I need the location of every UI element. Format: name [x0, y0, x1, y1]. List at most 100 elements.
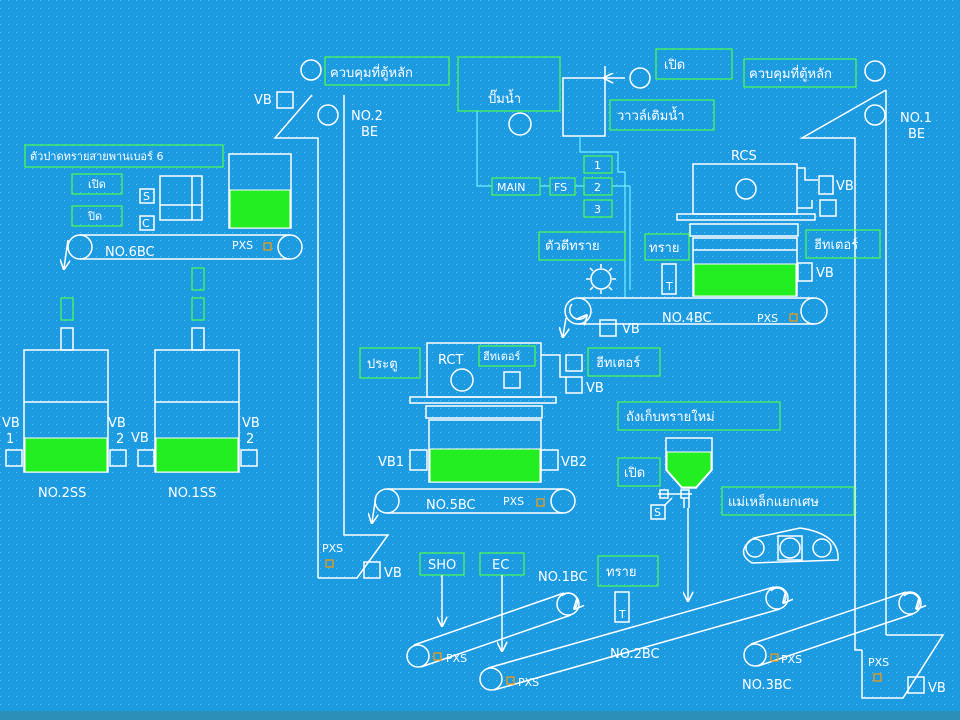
- no6bc-conveyor[interactable]: NO.6BC PXS: [64, 234, 303, 268]
- be1-boot[interactable]: PXS VB: [861, 634, 946, 699]
- no4bc-conveyor[interactable]: VB NO.4BC PXS: [563, 297, 828, 337]
- no2ss-sand-level: [24, 437, 108, 473]
- new-sand-s-label: S: [654, 506, 661, 519]
- no2ss-vb1-label: VB: [2, 416, 20, 431]
- motor-circle-icon: [864, 60, 886, 82]
- vb2-label: VB2: [561, 455, 587, 470]
- main-control-left[interactable]: ควบคุมที่ตู้หลัก: [300, 56, 450, 86]
- valve-open-label: เปิด: [664, 58, 685, 73]
- proximity-sensor-icon: [789, 313, 798, 322]
- magnet-label: แม่เหล็กแยกเศษ: [728, 492, 819, 510]
- magnet-pulley-icon: [745, 538, 765, 558]
- be1-label: BE: [908, 127, 925, 142]
- be2-vb-label: VB: [254, 93, 272, 108]
- new-sand-tank[interactable]: ถังเก็บทรายใหม่ S: [617, 401, 781, 600]
- proximity-sensor-icon: [263, 242, 272, 251]
- be2-bottom-vb-label: VB: [384, 566, 402, 581]
- vibrator-square-icon: [797, 262, 813, 282]
- sand-beater[interactable]: ตัวตีทราย: [538, 231, 626, 294]
- conveyor-pulley-icon: [479, 667, 503, 691]
- water-selector[interactable]: 1 2 3: [583, 155, 613, 218]
- vibrator-square-icon: [363, 561, 381, 579]
- water-valve-button[interactable]: วาวล์เติมน้ำ: [609, 99, 715, 131]
- main-line-box: MAIN: [491, 177, 541, 196]
- new-sand-open-label: เปิด: [624, 466, 645, 481]
- sand-sensor-bottom[interactable]: ทราย T: [597, 555, 659, 623]
- proximity-sensor-icon: [325, 559, 334, 568]
- no5bc-pxs-label: PXS: [503, 495, 524, 508]
- no1bc-conveyor[interactable]: PXS: [406, 592, 579, 668]
- t-label: T: [665, 280, 673, 293]
- vibrator-square-icon: [565, 354, 583, 372]
- no3bc-pxs-label: PXS: [781, 653, 802, 666]
- conveyor-pulley-icon: [277, 234, 303, 260]
- no2ss-vb1-num: 1: [6, 432, 14, 447]
- no2bc-pxs-label: PXS: [518, 676, 539, 689]
- no5bc-label: NO.5BC: [426, 498, 476, 513]
- flow-switch[interactable]: FS: [549, 177, 576, 196]
- sand-right-label: ทราย: [649, 241, 679, 256]
- vibrator-square-icon: [540, 449, 559, 471]
- no1ss-sand-level: [155, 437, 239, 473]
- rct-label: RCT: [438, 353, 463, 368]
- be2-motor-icon: [317, 104, 339, 126]
- no2ss-label: NO.2SS: [38, 486, 86, 501]
- no2ss-silo[interactable]: VB 1 VB 2 NO.2SS: [2, 297, 127, 501]
- door-button[interactable]: ประตู: [359, 347, 421, 379]
- sand-level-sensor: [614, 591, 630, 623]
- no6bc-pxs-label: PXS: [232, 239, 253, 252]
- scraper-c-label: C: [142, 217, 150, 230]
- no2bc-label: NO.2BC: [610, 647, 660, 662]
- selector-2: 2: [594, 181, 601, 194]
- rct-motor-icon: [450, 368, 474, 392]
- vibrator-square-icon: [565, 376, 583, 394]
- sho-input[interactable]: SHO: [419, 552, 465, 625]
- no4bc-label: NO.4BC: [662, 311, 712, 326]
- no6bc-label: NO.6BC: [105, 245, 155, 260]
- magnet-body: [742, 527, 839, 564]
- be2-elevator[interactable]: VB NO.2 BE PXS VB: [254, 91, 402, 581]
- be1-motor-icon: [864, 104, 886, 126]
- heater-right[interactable]: ฮีทเตอร์: [805, 229, 881, 259]
- vibrator-square-icon: [409, 449, 428, 471]
- rcs-vb-label: VB: [836, 179, 854, 194]
- valve-motor-icon: [629, 67, 651, 89]
- no2ss-vb2-num: 2: [116, 432, 124, 447]
- no3bc-conveyor[interactable]: PXS NO.3BC: [742, 591, 921, 693]
- be1-vb-label: VB: [928, 681, 946, 696]
- main-control-right[interactable]: ควบคุมที่ตู้หลัก: [743, 58, 886, 88]
- no1bc-pxs-label: PXS: [446, 652, 467, 665]
- vibrator-square-icon: [907, 676, 925, 694]
- be2-pxs-label: PXS: [322, 542, 343, 555]
- ec-input[interactable]: EC: [479, 552, 525, 650]
- proximity-sensor-icon: [536, 498, 545, 507]
- conveyor-pulley-icon: [406, 644, 430, 668]
- selector-1: 1: [594, 159, 601, 172]
- no2bc-conveyor[interactable]: PXS NO.2BC: [479, 586, 788, 691]
- rct-mixer[interactable]: RCT ฮีทเตอร์ VB VB1 VB2: [378, 342, 604, 483]
- no1ss-silo[interactable]: VB VB 2 NO.1SS: [131, 267, 260, 501]
- rcs-mixer[interactable]: RCS VB: [676, 149, 854, 297]
- valve-housing: [562, 77, 606, 137]
- vibrator-square-icon: [137, 449, 155, 467]
- sand-sensor-right[interactable]: ทราย T: [644, 233, 690, 295]
- ec-label: EC: [492, 558, 509, 573]
- pump-label: ปั๊มน้ำ: [488, 89, 521, 107]
- new-sand-tank-label: ถังเก็บทรายใหม่: [626, 407, 715, 425]
- no1be-label: NO.1: [900, 111, 932, 126]
- belt6-open-button[interactable]: เปิด: [71, 173, 123, 195]
- belt6-close-button[interactable]: ปิด: [71, 205, 123, 227]
- proximity-sensor-icon: [433, 652, 442, 661]
- no5bc-conveyor[interactable]: NO.5BC PXS: [372, 488, 576, 522]
- heater-rct[interactable]: ฮีทเตอร์: [587, 347, 661, 377]
- main-label: MAIN: [497, 181, 526, 194]
- new-sand-open-button[interactable]: เปิด: [617, 457, 661, 487]
- water-pump[interactable]: ปั๊มน้ำ: [457, 56, 561, 136]
- magnet-separator[interactable]: แม่เหล็กแยกเศษ: [721, 486, 855, 564]
- valve-open-button[interactable]: เปิด: [629, 48, 733, 89]
- new-sand-level: [666, 451, 712, 488]
- rcs-vb2-label: VB: [816, 266, 834, 281]
- scraper-s-label: S: [143, 190, 150, 203]
- conveyor-pulley-icon: [550, 488, 576, 514]
- no2ss-vb2-label: VB: [108, 416, 126, 431]
